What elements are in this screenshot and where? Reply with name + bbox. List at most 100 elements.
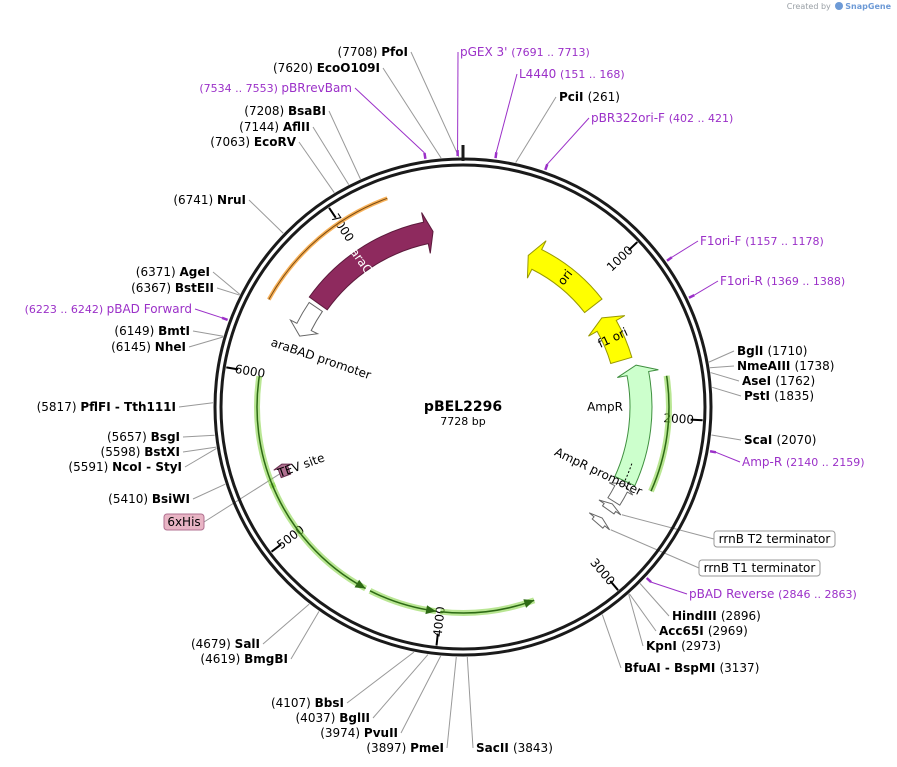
enzyme-label[interactable]: (7208) BsaBI bbox=[244, 104, 326, 118]
enzyme-label[interactable]: (5591) NcoI - StyI bbox=[68, 460, 182, 474]
primer-site-mark bbox=[544, 163, 549, 171]
enzyme-label[interactable]: PstI (1835) bbox=[744, 389, 814, 403]
enzyme-label[interactable]: (7620) EcoO109I bbox=[273, 61, 380, 75]
enzyme-label[interactable]: (4679) SalI bbox=[191, 637, 260, 651]
enzyme-label[interactable]: (4037) BglII bbox=[296, 711, 371, 725]
callout-text: rrnB T1 terminator bbox=[704, 561, 816, 575]
enzyme-name: AgeI bbox=[180, 265, 210, 279]
enzyme-label[interactable]: HindIII (2896) bbox=[672, 609, 761, 623]
primer-range: (7691 .. 7713) bbox=[511, 46, 590, 59]
enzyme-position: (6145) bbox=[111, 340, 155, 354]
enzyme-name: BstXI bbox=[144, 445, 180, 459]
enzyme-position: (6367) bbox=[131, 281, 175, 295]
enzyme-label[interactable]: (3897) PmeI bbox=[366, 741, 444, 755]
primer-site-mark bbox=[666, 256, 673, 262]
enzyme-leader bbox=[192, 483, 226, 500]
enzyme-label[interactable]: (6145) NheI bbox=[111, 340, 186, 354]
enzyme-label[interactable]: SacII (3843) bbox=[476, 741, 553, 755]
enzyme-label[interactable]: (4619) BmgBI bbox=[200, 652, 288, 666]
rrnB-T1-terminator-mark[interactable] bbox=[588, 512, 611, 531]
enzyme-label[interactable]: KpnI (2973) bbox=[646, 639, 721, 653]
enzyme-name: SacII bbox=[476, 741, 513, 755]
araBAD-promoter-feature[interactable] bbox=[289, 301, 324, 337]
ori-feature[interactable] bbox=[526, 240, 603, 314]
enzyme-label[interactable]: AseI (1762) bbox=[742, 374, 815, 388]
enzyme-label[interactable]: (5817) PflFI - Tth111I bbox=[37, 400, 176, 414]
primer-name: pBAD Reverse bbox=[689, 587, 778, 601]
AmpR-promoter-feature[interactable] bbox=[607, 482, 634, 506]
enzyme-label[interactable]: (6367) BstEII bbox=[131, 281, 214, 295]
primer-name: pGEX 3' bbox=[460, 45, 511, 59]
callout-box[interactable] bbox=[698, 559, 821, 577]
enzyme-name: BmtI bbox=[158, 324, 190, 338]
primer-label[interactable]: (7534 .. 7553) pBRrevBam bbox=[199, 81, 352, 95]
enzyme-name: PstI bbox=[744, 389, 774, 403]
enzyme-leader bbox=[216, 287, 240, 296]
primer-leader bbox=[194, 308, 223, 319]
enzyme-label[interactable]: (7708) PfoI bbox=[338, 45, 408, 59]
primer-label[interactable]: pBR322ori-F (402 .. 421) bbox=[591, 111, 733, 125]
primer-name: pBRrevBam bbox=[281, 81, 352, 95]
enzyme-label[interactable]: (5410) BsiWI bbox=[108, 492, 190, 506]
tick-mark bbox=[270, 543, 282, 553]
enzyme-label[interactable]: (5657) BsgI bbox=[107, 430, 180, 444]
enzyme-leader bbox=[182, 434, 215, 438]
enzyme-position: (261) bbox=[588, 90, 620, 104]
enzyme-label[interactable]: BglI (1710) bbox=[737, 344, 807, 358]
AmpR-feature[interactable] bbox=[614, 364, 659, 487]
primer-name: L4440 bbox=[519, 67, 560, 81]
enzyme-name: HindIII bbox=[672, 609, 721, 623]
primer-label[interactable]: F1ori-R (1369 .. 1388) bbox=[720, 274, 845, 288]
enzyme-position: (1710) bbox=[768, 344, 808, 358]
enzyme-label[interactable]: BfuAI - BspMI (3137) bbox=[624, 661, 759, 675]
primer-leader bbox=[546, 117, 590, 165]
rrnB-T2-terminator-mark[interactable] bbox=[598, 499, 622, 516]
primer-range: (1157 .. 1178) bbox=[745, 235, 824, 248]
enzyme-label[interactable]: Acc65I (2969) bbox=[659, 624, 748, 638]
enzyme-name: BglI bbox=[737, 344, 768, 358]
enzyme-label[interactable]: ScaI (2070) bbox=[744, 433, 816, 447]
enzyme-label[interactable]: (4107) BbsI bbox=[271, 696, 344, 710]
enzyme-label[interactable]: (6371) AgeI bbox=[136, 265, 210, 279]
callout-leader bbox=[610, 529, 700, 569]
enzyme-label[interactable]: (6741) NruI bbox=[173, 193, 246, 207]
primer-label[interactable]: Amp-R (2140 .. 2159) bbox=[742, 455, 865, 469]
enzyme-position: (2896) bbox=[721, 609, 761, 623]
primer-label[interactable]: (6223 .. 6242) pBAD Forward bbox=[25, 302, 192, 316]
primer-name: F1ori-R bbox=[720, 274, 767, 288]
primer-label[interactable]: L4440 (151 .. 168) bbox=[519, 67, 625, 81]
enzyme-position: (3897) bbox=[366, 741, 410, 755]
enzyme-leader bbox=[410, 51, 460, 158]
primer-range: (6223 .. 6242) bbox=[25, 303, 107, 316]
primer-label[interactable]: pGEX 3' (7691 .. 7713) bbox=[460, 45, 590, 59]
enzyme-name: BbsI bbox=[315, 696, 344, 710]
enzyme-position: (1762) bbox=[775, 374, 815, 388]
callout-box[interactable] bbox=[163, 513, 205, 531]
f1-ori-feature[interactable] bbox=[588, 315, 633, 365]
TEV-site-feature[interactable] bbox=[273, 463, 292, 479]
enzyme-label[interactable]: PciI (261) bbox=[559, 90, 620, 104]
araC-feature[interactable] bbox=[308, 212, 434, 311]
primer-name: pBAD Forward bbox=[107, 302, 192, 316]
enzyme-leader bbox=[639, 583, 670, 617]
enzyme-position: (3974) bbox=[320, 726, 364, 740]
enzyme-leader bbox=[328, 110, 361, 180]
enzyme-label[interactable]: NmeAIII (1738) bbox=[737, 359, 834, 373]
enzyme-label[interactable]: (6149) BmtI bbox=[114, 324, 190, 338]
enzyme-label[interactable]: (3974) PvuII bbox=[320, 726, 398, 740]
callout-box[interactable] bbox=[713, 530, 836, 548]
enzyme-label[interactable]: (5598) BstXI bbox=[101, 445, 180, 459]
enzyme-name: EcoRV bbox=[254, 135, 297, 149]
enzyme-label[interactable]: (7063) EcoRV bbox=[210, 135, 297, 149]
primer-label[interactable]: F1ori-F (1157 .. 1178) bbox=[700, 234, 824, 248]
enzyme-name: BsiWI bbox=[152, 492, 190, 506]
backbone-inner-ring bbox=[219, 163, 707, 651]
enzyme-leader bbox=[711, 434, 742, 441]
enzyme-label[interactable]: (7144) AflII bbox=[239, 120, 310, 134]
primer-label[interactable]: pBAD Reverse (2846 .. 2863) bbox=[689, 587, 857, 601]
cds-bottom-arrowhead bbox=[425, 605, 437, 615]
enzyme-name: AseI bbox=[742, 374, 775, 388]
primer-name: pBR322ori-F bbox=[591, 111, 669, 125]
